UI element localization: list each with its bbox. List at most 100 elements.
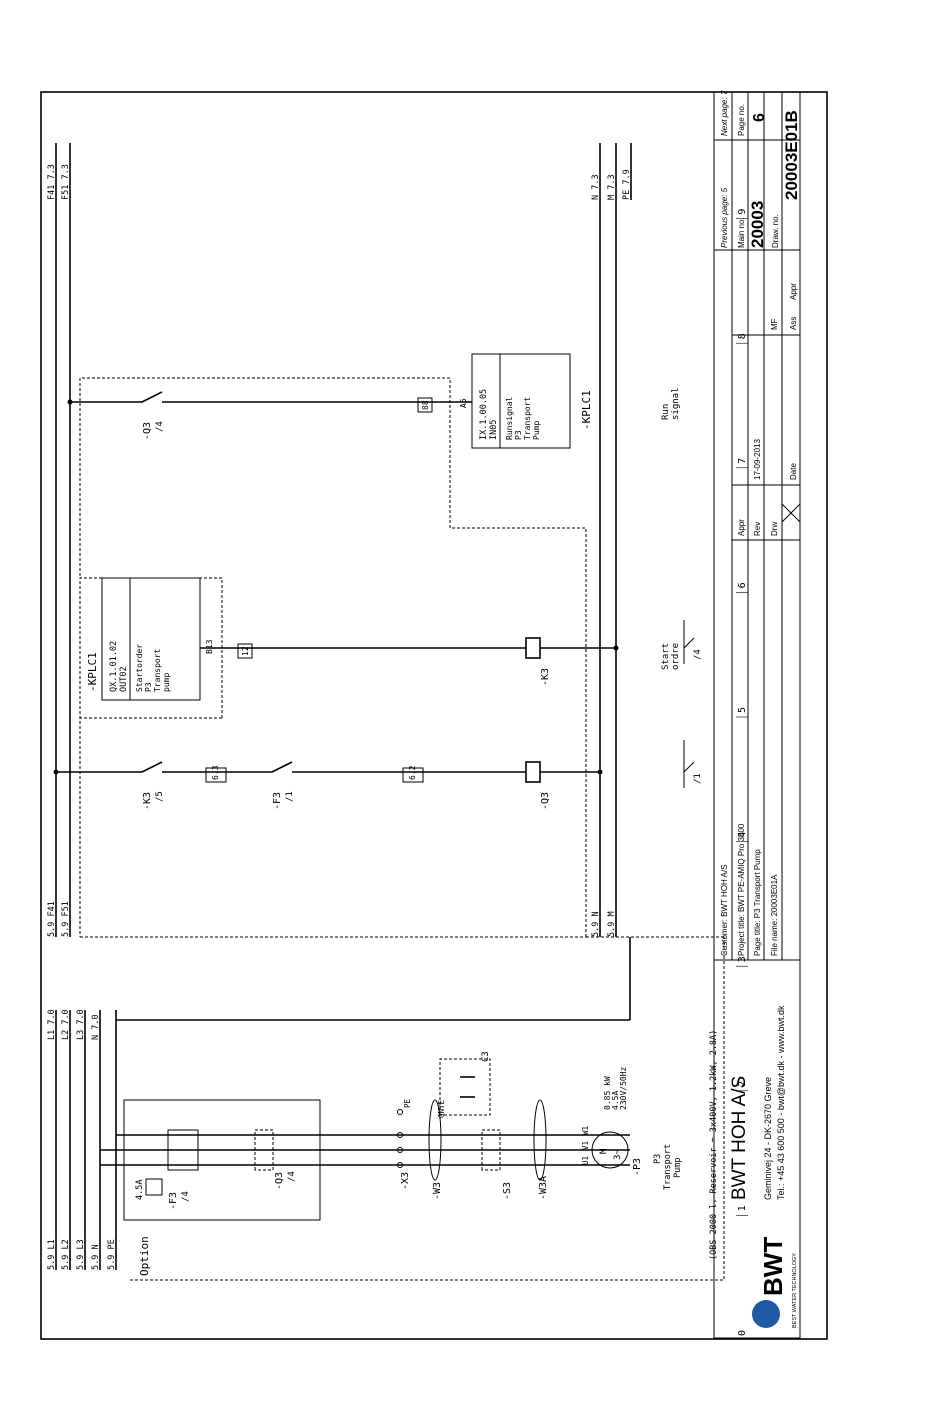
q3-main-ref: /4 (287, 1171, 297, 1182)
label-f51-left: 5.9 F51 (61, 901, 71, 937)
q3-coil-tag: -Q3 (540, 792, 551, 810)
wire-pe-label: PE (403, 1098, 412, 1108)
company-name: BWT HOH A/S (729, 1076, 750, 1200)
kplc-out-addr: QX.1.01.02 (109, 641, 119, 692)
motor-symbol: M (599, 1148, 609, 1154)
file-name-field: File name: 20003E01A (770, 874, 779, 956)
wire-u1-label: U1 (581, 1156, 590, 1165)
draw-no-label: Draw. no. (771, 214, 780, 248)
kplc-out-desc-3: Transport (153, 648, 162, 692)
motor-name-2: Transport (663, 1144, 673, 1190)
rev-date: 17-09-2013 (753, 439, 762, 480)
page-title-field: Page title: P3 Transport Pump (753, 849, 762, 956)
label-l3-right: L3 7.0 (76, 1009, 86, 1040)
kplc-in-desc-2: P3 (514, 430, 523, 440)
label-l1-left: 5.9 L1 (47, 1239, 57, 1270)
s3-tag: -S3 (502, 1182, 513, 1200)
ass-label: Ass (789, 317, 798, 330)
w3-tag: -W3 (432, 1182, 443, 1200)
column-marker-4: 4 (737, 832, 748, 838)
kplc-in-addr: IX.1.00.05 (479, 389, 489, 440)
label-l3-left: 5.9 L3 (76, 1239, 86, 1270)
q3-coil (525, 761, 541, 783)
drw-label: Drw (770, 522, 779, 536)
q3-aux-ref: /4 (155, 421, 165, 432)
column-marker-7: 7 (737, 458, 748, 464)
kplc-out-desc-1: Startorder (135, 644, 144, 692)
kplc-in-box (471, 353, 571, 449)
f3-contact-tag: -F3 (272, 792, 283, 810)
run-label-1: Run (661, 404, 671, 420)
kplc-in-desc-4: Pump (532, 421, 541, 440)
motor-name-3: Pump (673, 1158, 683, 1178)
kplc-out-wire: 12 (241, 646, 250, 656)
start-label-2: ordre (671, 643, 681, 670)
f3-wire-label: 6.2 (408, 765, 417, 780)
x3-tag: -X3 (400, 1172, 411, 1190)
c3-tag: C3 (481, 1051, 491, 1062)
kplc-out-desc-4: pump (162, 673, 171, 692)
wire-v1-label: V1 (581, 1141, 590, 1150)
column-marker-9: 9 (737, 209, 748, 215)
mf-initials: MF (770, 318, 779, 330)
rotated-text: 5.9 F41 5.9 F51 F41 7.3 F51 7.3 5.9 N 5.… (47, 164, 719, 1276)
motor-tag: -P3 (632, 1158, 643, 1176)
k3-contact-ref: /5 (155, 791, 165, 802)
kplc-out-desc-2: P3 (144, 682, 153, 692)
appr2-label: Appr (789, 283, 798, 300)
column-marker-0: 0 (737, 1330, 748, 1336)
kplc-in-desc-3: Transport (523, 396, 532, 440)
f3-rating: 4.5A (135, 1180, 145, 1200)
column-marker-2: 2 (737, 1081, 748, 1087)
label-n-supply-left: 5.9 N (91, 1244, 101, 1270)
brand-logo-icon (752, 1300, 780, 1328)
motor-p3 (591, 1131, 629, 1169)
motor-amp: 4.5A (611, 1091, 620, 1110)
brand-wordmark: BWT (758, 1237, 788, 1296)
draw-no: 20003E01B (782, 110, 801, 200)
label-m-left: 5.9 M (607, 911, 617, 937)
kplc-in-desc-1: Runsignal (505, 396, 514, 440)
column-marker-6: 6 (737, 582, 748, 588)
k3-ref-label: /4 (693, 649, 703, 660)
motor-kw: 0.85 kW (603, 1076, 612, 1110)
previous-page: Previous page: 5 (720, 187, 729, 248)
label-f41-right: F41 7.3 (47, 164, 57, 200)
f3-tag: -F3 (168, 1192, 179, 1210)
wire-w1-label: W1 (581, 1126, 590, 1135)
start-label-1: Start (661, 643, 671, 670)
company-contact: Tel.: +45 43 600 500 - bwt@bwt.dk - www.… (776, 1005, 786, 1200)
title-block: BWT BEST WATER TECHNOLOGY BWT HOH A/S Ge… (713, 90, 801, 1339)
brand-tagline: BEST WATER TECHNOLOGY (792, 1253, 798, 1328)
company-address: Geminivej 24 - DK-2670 Greve (763, 1077, 773, 1200)
q3-main-tag: -Q3 (274, 1172, 285, 1190)
frame-border (40, 91, 828, 1340)
kplc-in-tag: -KPLC1 (580, 390, 593, 430)
rev-label: Rev (753, 522, 762, 536)
run-label-2: signal (671, 387, 681, 420)
next-page: Next page: 7 (720, 90, 729, 136)
label-n-right: N 7.3 (591, 174, 601, 200)
label-l2-left: 5.9 L2 (61, 1239, 71, 1270)
kplc-in-name: IN05 (489, 420, 499, 440)
customer-field: Customer: BWT HOH A/S (720, 865, 729, 956)
kplc-out-pin: B13 (205, 639, 214, 654)
q3-contact-ref (683, 740, 695, 788)
column-marker-8: 8 (737, 333, 748, 339)
page-no: 6 (751, 113, 768, 122)
w3-cable (428, 1099, 442, 1181)
k3-coil (525, 637, 541, 659)
f3-ref: /4 (181, 1191, 191, 1202)
option-box (123, 1099, 321, 1221)
f3-fuse (167, 1129, 199, 1171)
label-m-right: M 7.3 (607, 174, 617, 200)
column-marker-5: 5 (737, 707, 748, 713)
k3-coil-tag: -K3 (540, 668, 551, 686)
page-no-label: Page no. (737, 104, 746, 136)
label-n-supply-right: N 7.0 (91, 1014, 101, 1040)
motor-volt: 230V/50Hz (619, 1066, 628, 1110)
